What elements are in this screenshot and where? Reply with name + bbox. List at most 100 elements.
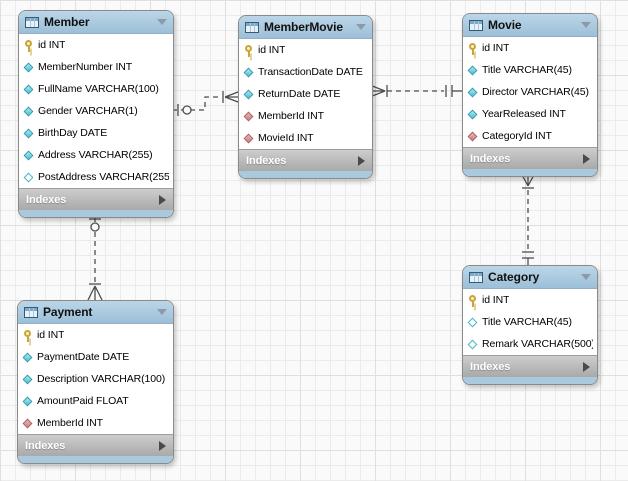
column-row[interactable]: TransactionDate DATE xyxy=(239,61,372,83)
table-membermovie[interactable]: MemberMovie id INT TransactionDate DATE Re… xyxy=(238,15,373,179)
expand-arrow-icon[interactable] xyxy=(159,194,166,205)
indexes-label: Indexes xyxy=(26,193,67,206)
column-row[interactable]: Address VARCHAR(255) xyxy=(19,144,173,166)
column-label: PostAddress VARCHAR(255) xyxy=(38,171,169,183)
expand-arrow-icon[interactable] xyxy=(583,153,590,164)
table-category[interactable]: Category id INT Title VARCHAR(45)Remark V… xyxy=(462,265,598,385)
column-label: MemberNumber INT xyxy=(38,61,133,73)
table-title: Member xyxy=(44,15,90,29)
collapse-arrow-icon[interactable] xyxy=(581,22,591,28)
diamond-filled-icon xyxy=(22,373,34,386)
column-row[interactable]: PaymentDate DATE xyxy=(18,346,173,368)
column-row[interactable]: AmountPaid FLOAT xyxy=(18,390,173,412)
diamond-filled-icon xyxy=(243,66,255,79)
diamond-filled-icon xyxy=(467,86,479,99)
indexes-row[interactable]: Indexes xyxy=(19,188,173,210)
expand-arrow-icon[interactable] xyxy=(358,155,365,166)
diamond-filled-icon xyxy=(23,149,35,162)
diamond-red-icon xyxy=(243,110,255,123)
relationship-movie-category[interactable] xyxy=(520,172,536,265)
column-label: Gender VARCHAR(1) xyxy=(38,105,138,117)
column-row[interactable]: id INT xyxy=(463,37,597,59)
collapse-arrow-icon[interactable] xyxy=(581,274,591,280)
diamond-filled-icon xyxy=(22,395,34,408)
key-icon xyxy=(243,44,255,57)
column-row[interactable]: MemberId INT xyxy=(239,105,372,127)
table-header[interactable]: Movie xyxy=(463,14,597,37)
column-row[interactable]: CategoryId INT xyxy=(463,125,597,147)
expand-arrow-icon[interactable] xyxy=(583,361,590,372)
column-row[interactable]: Director VARCHAR(45) xyxy=(463,81,597,103)
column-row[interactable]: PostAddress VARCHAR(255) xyxy=(19,166,173,188)
relationship-membermovie-movie[interactable] xyxy=(370,84,463,98)
column-row[interactable]: MovieId INT xyxy=(239,127,372,149)
table-member[interactable]: Member id INT MemberNumber INT FullName VA… xyxy=(18,10,174,218)
indexes-label: Indexes xyxy=(470,152,511,165)
table-bottom-bar xyxy=(18,456,173,463)
column-row[interactable]: BirthDay DATE xyxy=(19,122,173,144)
relationship-member-membermovie[interactable] xyxy=(172,91,239,116)
column-row[interactable]: Description VARCHAR(100) xyxy=(18,368,173,390)
table-title: MemberMovie xyxy=(264,20,343,34)
table-icon xyxy=(25,16,39,28)
column-row[interactable]: id INT xyxy=(463,289,597,311)
column-row[interactable]: ReturnDate DATE xyxy=(239,83,372,105)
column-label: id INT xyxy=(482,294,510,306)
column-row[interactable]: MemberNumber INT xyxy=(19,56,173,78)
relationship-member-payment[interactable] xyxy=(87,215,103,301)
table-header[interactable]: MemberMovie xyxy=(239,16,372,39)
column-row[interactable]: Gender VARCHAR(1) xyxy=(19,100,173,122)
column-row[interactable]: Remark VARCHAR(500) xyxy=(463,333,597,355)
column-label: id INT xyxy=(38,39,66,51)
table-title: Category xyxy=(488,270,540,284)
table-icon xyxy=(469,19,483,31)
column-row[interactable]: id INT xyxy=(19,34,173,56)
column-label: AmountPaid FLOAT xyxy=(37,395,129,407)
collapse-arrow-icon[interactable] xyxy=(157,19,167,25)
table-header[interactable]: Category xyxy=(463,266,597,289)
column-row[interactable]: FullName VARCHAR(100) xyxy=(19,78,173,100)
collapse-arrow-icon[interactable] xyxy=(157,309,167,315)
table-bottom-bar xyxy=(463,169,597,176)
diamond-red-icon xyxy=(467,130,479,143)
column-label: YearReleased INT xyxy=(482,108,566,120)
indexes-label: Indexes xyxy=(246,154,287,167)
column-row[interactable]: Title VARCHAR(45) xyxy=(463,311,597,333)
column-row[interactable]: MemberId INT xyxy=(18,412,173,434)
indexes-row[interactable]: Indexes xyxy=(18,434,173,456)
table-header[interactable]: Member xyxy=(19,11,173,34)
collapse-arrow-icon[interactable] xyxy=(356,24,366,30)
diamond-red-icon xyxy=(22,417,34,430)
column-label: MovieId INT xyxy=(258,132,314,144)
column-row[interactable]: id INT xyxy=(239,39,372,61)
column-row[interactable]: YearReleased INT xyxy=(463,103,597,125)
indexes-row[interactable]: Indexes xyxy=(239,149,372,171)
table-header[interactable]: Payment xyxy=(18,301,173,324)
diamond-filled-icon xyxy=(467,108,479,121)
column-label: ReturnDate DATE xyxy=(258,88,341,100)
expand-arrow-icon[interactable] xyxy=(159,440,166,451)
diamond-filled-icon xyxy=(243,88,255,101)
column-label: FullName VARCHAR(100) xyxy=(38,83,159,95)
column-label: MemberId INT xyxy=(258,110,324,122)
column-label: id INT xyxy=(258,44,286,56)
indexes-row[interactable]: Indexes xyxy=(463,147,597,169)
column-row[interactable]: id INT xyxy=(18,324,173,346)
column-row[interactable]: Title VARCHAR(45) xyxy=(463,59,597,81)
diamond-filled-icon xyxy=(467,64,479,77)
diamond-hollow-icon xyxy=(23,171,35,184)
indexes-label: Indexes xyxy=(25,439,66,452)
indexes-row[interactable]: Indexes xyxy=(463,355,597,377)
diamond-red-icon xyxy=(243,132,255,145)
key-icon xyxy=(23,39,35,52)
diamond-filled-icon xyxy=(23,127,35,140)
table-bottom-bar xyxy=(19,210,173,217)
key-icon xyxy=(22,329,34,342)
column-list: id INT MemberNumber INT FullName VARCHAR(1… xyxy=(19,34,173,188)
